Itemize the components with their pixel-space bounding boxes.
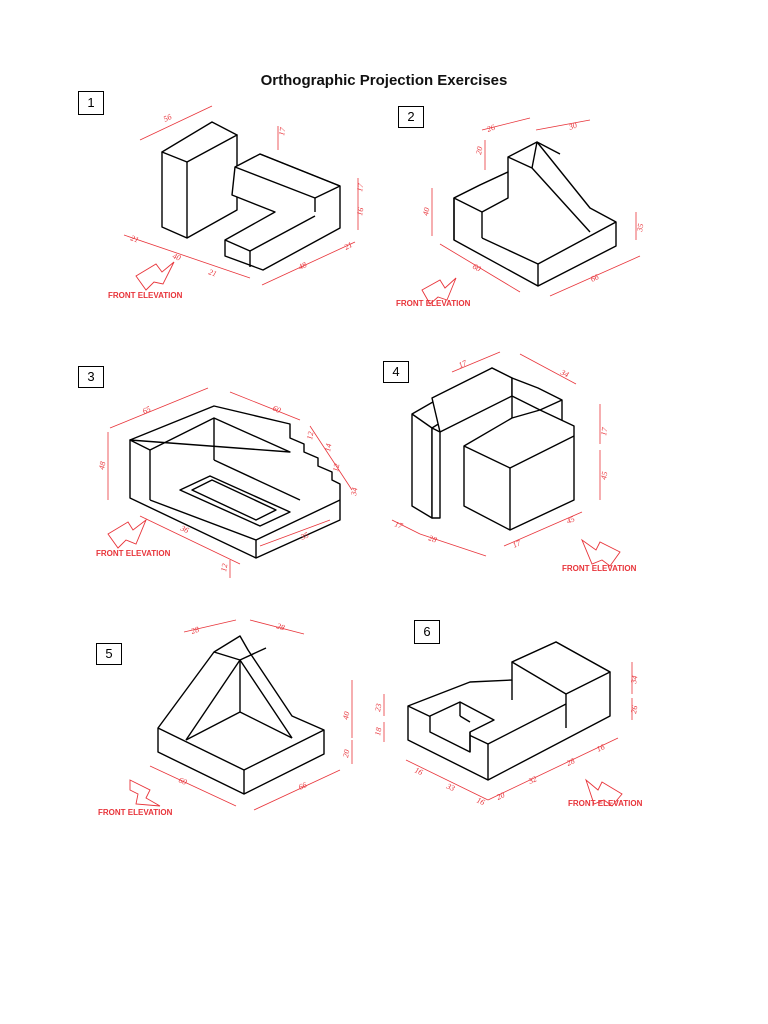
- exercise-5-drawing: [157, 635, 325, 795]
- exercise-4-dimensions: [391, 351, 601, 557]
- exercise-number-1: 1: [78, 91, 104, 115]
- exercise-3-dim-4: 14: [323, 443, 333, 452]
- exercise-5-dim-4: 20: [341, 749, 351, 758]
- exercise-6-dim-11: 16: [595, 742, 606, 753]
- exercise-2-dim-5: 60: [471, 262, 482, 274]
- exercise-1-dim-8: 21: [207, 267, 218, 278]
- exercise-5-dim-2: 28: [275, 621, 285, 632]
- exercise-number-5: 5: [96, 643, 122, 665]
- exercise-6-dimensions: [383, 662, 633, 801]
- exercise-6-dim-6: 33: [444, 781, 456, 793]
- exercise-1-dimensions: [123, 105, 359, 286]
- exercise-5-front-label: FRONT ELEVATION: [98, 808, 173, 817]
- exercise-3-dim-3: 12: [305, 431, 315, 440]
- exercise-2-dimensions: [431, 117, 641, 297]
- exercise-1-dim-1: 56: [162, 112, 173, 124]
- exercise-6-dim-2: 18: [373, 727, 383, 736]
- exercise-3-drawing: [129, 405, 341, 559]
- exercise-3-front-label: FRONT ELEVATION: [96, 549, 171, 558]
- exercise-3-front-arrow: [107, 518, 148, 549]
- exercise-4-dim-5: 17: [393, 519, 405, 531]
- exercise-6-dim-1: 23: [373, 703, 383, 712]
- exercise-5-front-arrow: [129, 779, 161, 807]
- exercise-1-dim-7: 40: [171, 251, 182, 262]
- exercise-3-dim-7: 48: [97, 461, 107, 470]
- exercise-6-dim-5: 16: [413, 766, 424, 777]
- exercise-2-front-arrow: [421, 277, 457, 305]
- exercise-4-front-label: FRONT ELEVATION: [562, 564, 637, 573]
- exercise-5-dimensions: [149, 619, 353, 811]
- exercise-6-front-arrow: [585, 778, 623, 807]
- exercise-4-dim-6: 28: [427, 533, 438, 544]
- exercise-1-dim-2: 17: [277, 126, 287, 136]
- exercise-6-dim-3: 34: [629, 675, 639, 685]
- exercise-number-4: 4: [383, 361, 409, 383]
- exercise-4-dim-4: 45: [599, 471, 609, 480]
- exercise-3-dim-10: 12: [219, 563, 229, 572]
- exercise-5-dim-5: 60: [177, 776, 188, 787]
- exercise-2-dim-6: 66: [589, 272, 600, 283]
- exercise-5-dim-6: 66: [297, 780, 308, 791]
- exercise-2-dim-7: 35: [635, 223, 645, 233]
- exercise-1-dim-9: 48: [297, 260, 308, 272]
- exercise-2-dim-1: 26: [486, 123, 497, 134]
- exercise-6-dim-9: 32: [526, 774, 538, 786]
- exercise-5-dim-1: 28: [190, 625, 200, 636]
- exercise-6-dim-8: 20: [495, 790, 506, 801]
- exercise-1-dim-3: 17: [355, 182, 365, 192]
- exercise-5-dim-3: 40: [341, 711, 351, 720]
- exercise-2-front-label: FRONT ELEVATION: [396, 299, 471, 308]
- exercise-6-dim-10: 28: [565, 756, 576, 767]
- exercise-number-2: 2: [398, 106, 424, 128]
- exercise-4-dim-2: 34: [558, 367, 570, 379]
- exercise-4-dim-8: 45: [565, 514, 576, 525]
- exercise-2-dim-2: 30: [567, 121, 579, 133]
- page-title: Orthographic Projection Exercises: [260, 72, 508, 89]
- exercise-1-front-label: FRONT ELEVATION: [108, 291, 183, 300]
- exercise-3-dimensions: [107, 387, 353, 578]
- exercise-number-3: 3: [78, 366, 104, 388]
- exercise-6-dim-4: 26: [629, 705, 639, 714]
- exercise-4-dim-1: 17: [457, 358, 469, 370]
- exercise-1-front-arrow: [135, 261, 175, 291]
- exercise-4-dim-7: 17: [511, 538, 523, 550]
- exercise-1-drawing: [161, 121, 341, 271]
- exercise-6-drawing: [407, 641, 611, 781]
- exercise-3-dim-1: 65: [141, 404, 152, 415]
- exercise-3-dim-5: 12: [331, 463, 341, 472]
- exercise-6-dim-7: 16: [475, 796, 486, 807]
- exercise-4-front-arrow: [580, 538, 621, 567]
- exercise-2-drawing: [453, 141, 617, 287]
- exercise-1-dim-5: 21: [343, 240, 354, 252]
- exercise-3-dim-6: 34: [349, 487, 359, 497]
- exercise-2-dim-3: 20: [474, 146, 484, 155]
- exercise-2-dim-4: 40: [421, 207, 431, 216]
- exercise-3-dim-2: 60: [271, 404, 282, 415]
- exercise-1-dim-4: 16: [355, 207, 365, 216]
- exercise-4-dim-3: 17: [599, 426, 609, 436]
- exercise-6-front-label: FRONT ELEVATION: [568, 799, 643, 808]
- exercise-number-6: 6: [414, 620, 440, 644]
- exercise-3-dim-8: 36: [178, 523, 190, 535]
- exercise-1-dim-6: 21: [129, 233, 140, 244]
- exercise-3-dim-9: 35: [298, 530, 310, 542]
- exercise-4-drawing: [411, 367, 575, 531]
